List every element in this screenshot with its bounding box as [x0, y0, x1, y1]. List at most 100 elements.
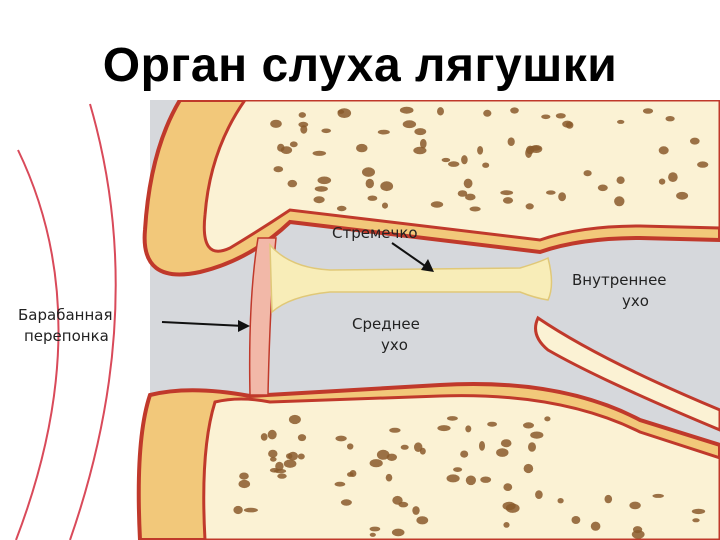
bone-spot [270, 456, 277, 462]
bone-spot [535, 490, 543, 499]
bone-spot [507, 137, 515, 146]
bone-spot [652, 493, 664, 498]
bone-spot [503, 522, 510, 528]
bone-spot [482, 162, 490, 168]
bone-spot [321, 128, 332, 134]
bone-spot [658, 178, 666, 185]
bone-spot [697, 161, 709, 168]
bone-spot [604, 494, 613, 504]
label-middle-ear-line2: ухо [381, 336, 408, 354]
bone-spot [260, 433, 268, 441]
bone-spot [369, 532, 376, 537]
bone-spot [269, 468, 279, 473]
bone-spot [558, 192, 566, 202]
bone-spot [616, 176, 625, 184]
bone-spot [317, 176, 332, 185]
bone-spot [270, 119, 282, 128]
bone-spot [469, 206, 481, 212]
bone-spot [557, 498, 564, 504]
bone-spot [530, 431, 544, 439]
bone-spot [500, 439, 512, 448]
bone-spot [502, 197, 514, 204]
bone-spot [480, 476, 492, 483]
sound-waves [15, 103, 117, 540]
bone-spot [437, 107, 444, 116]
bone-spot [502, 501, 516, 511]
label-eardrum-line2: перепонка [24, 327, 109, 345]
bone-spot [692, 518, 700, 523]
bone-spot [460, 450, 469, 458]
bone-spot [277, 473, 287, 479]
bone-spot [496, 448, 509, 457]
arrow-head-eardrum [238, 320, 250, 332]
bone-spot [273, 166, 284, 173]
bone-spot [565, 121, 574, 129]
bone-spot [298, 121, 309, 128]
bone-spot [365, 178, 374, 189]
bone-spot [391, 528, 405, 537]
bone-spot [571, 516, 581, 524]
bone-spot [525, 203, 534, 210]
bone-spot [457, 190, 468, 197]
upper-bone [202, 100, 720, 253]
bone-spot [382, 202, 388, 209]
bone-spot [597, 184, 608, 192]
bone-spot [268, 449, 278, 458]
bone-spot [367, 195, 378, 201]
bone-spot [503, 483, 513, 491]
bone-spot [437, 425, 451, 432]
bone-spots [233, 106, 709, 539]
bone-spot [658, 146, 669, 155]
bone-spot [243, 507, 258, 513]
slide-title: Орган слуха лягушки [102, 39, 618, 92]
bone-spot [298, 112, 306, 118]
arrow-to-stapes [391, 242, 429, 269]
bone-spot [337, 109, 345, 114]
bone-spot [412, 506, 420, 515]
bone-spot [500, 190, 514, 196]
bone-spot [590, 521, 601, 531]
bone-spot [461, 155, 468, 165]
bone-spot [314, 186, 328, 192]
bone-spot [347, 472, 354, 477]
bone-spot [528, 442, 536, 452]
bone-spot [277, 143, 285, 152]
bone-spot [385, 473, 393, 482]
bone-spot [665, 116, 675, 122]
bone-spot [668, 172, 678, 183]
bone-spot [239, 472, 249, 480]
bone-spot [510, 107, 519, 114]
bone-spot [399, 106, 414, 114]
bone-spot [392, 495, 403, 505]
label-stapes: Стремечко [332, 224, 418, 242]
bone-spot [441, 157, 451, 163]
label-inner-ear-line2: ухо [622, 292, 649, 310]
bone-spot [642, 108, 654, 114]
bone-spot [313, 196, 325, 204]
label-inner-ear-line1: Внутреннее [572, 271, 667, 289]
bone-spot [446, 416, 458, 421]
bone-spot [238, 479, 251, 489]
bone-spot [380, 181, 394, 192]
bone-spot [335, 435, 347, 442]
bone-spot [479, 441, 485, 451]
bone-spot [288, 414, 301, 425]
bone-spot [334, 481, 346, 487]
bone-spot [448, 161, 460, 167]
bone-spot [340, 499, 352, 506]
bone-spot [289, 141, 298, 148]
bone-spot [487, 421, 497, 427]
bone-spot [528, 145, 541, 151]
bone-spot [523, 463, 534, 474]
bone-spot [629, 501, 641, 510]
bone-spot [362, 167, 375, 177]
bone-spot [483, 109, 492, 117]
arrow-to-eardrum [161, 321, 245, 327]
bone-spot [463, 178, 473, 189]
bone-spot [414, 128, 427, 136]
arrow-head-stapes [421, 259, 434, 272]
bone-spot [525, 148, 532, 158]
bone-spot [400, 444, 409, 450]
bone-spot [477, 146, 484, 155]
stapes-bone [269, 242, 553, 314]
